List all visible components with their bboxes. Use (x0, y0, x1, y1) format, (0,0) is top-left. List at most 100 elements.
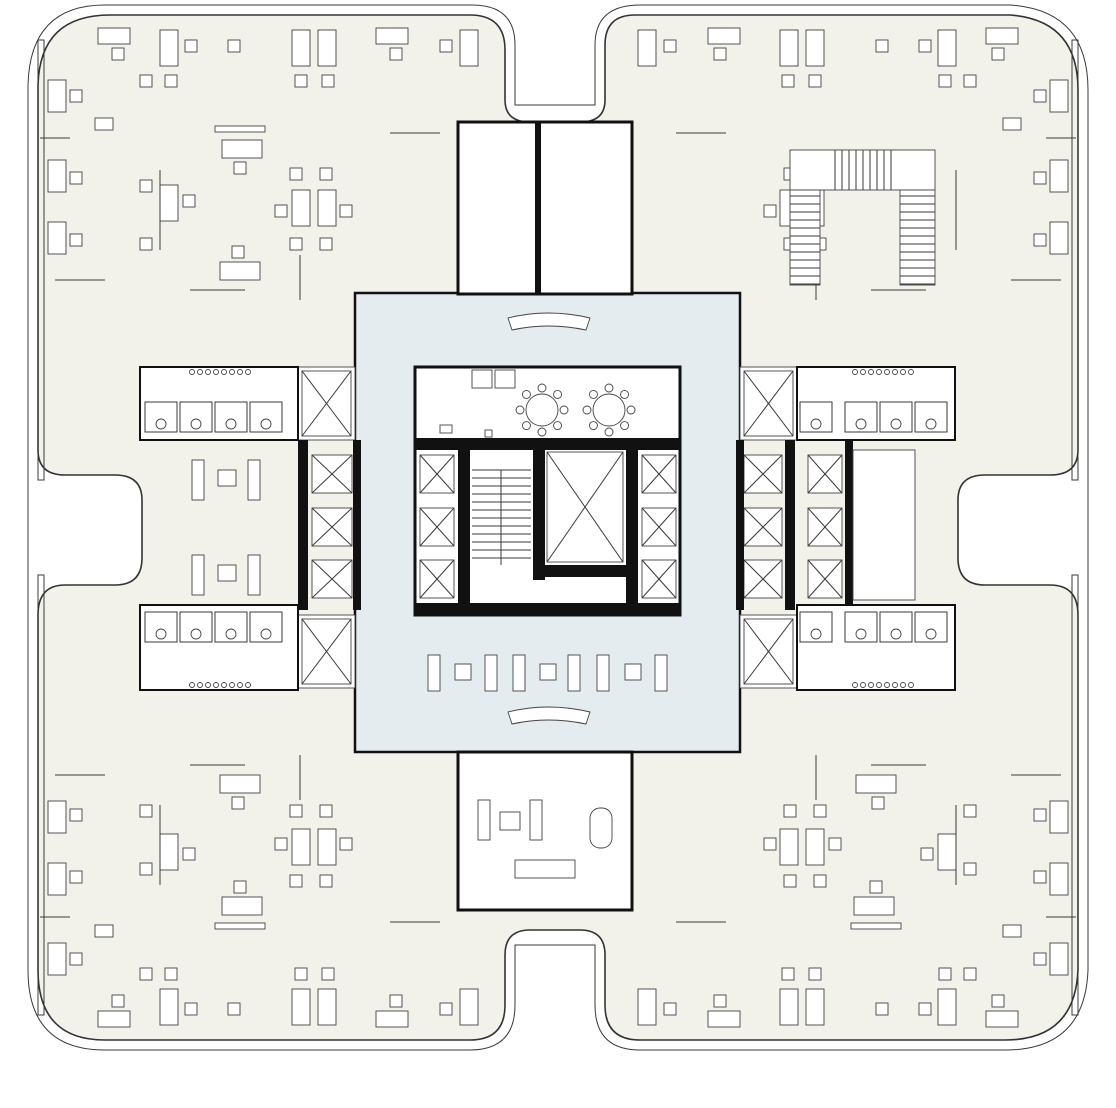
chair (111, 47, 125, 61)
bench (567, 654, 581, 692)
core-wall (415, 603, 680, 615)
chair (139, 862, 153, 876)
chair (139, 237, 153, 251)
bench (654, 654, 668, 692)
desk (1049, 942, 1069, 976)
chair (164, 74, 178, 88)
table (217, 469, 237, 487)
chair (781, 74, 795, 88)
shaft-cross (546, 451, 624, 563)
shaft-cross (301, 370, 352, 437)
side-table (454, 663, 472, 681)
chair (713, 47, 727, 61)
sink (892, 369, 898, 375)
desk (291, 988, 311, 1026)
desk (637, 988, 657, 1026)
desk (985, 1010, 1019, 1028)
sink (245, 682, 251, 688)
toilet-stall (879, 611, 913, 643)
chair (869, 880, 883, 894)
chair (69, 171, 83, 185)
sink (852, 369, 858, 375)
desk (637, 29, 657, 67)
table (499, 811, 521, 831)
chair (289, 804, 303, 818)
sink (213, 682, 219, 688)
chair (559, 405, 569, 415)
shaft-cross (419, 559, 455, 599)
chair (289, 874, 303, 888)
chair (781, 967, 795, 981)
chair (69, 89, 83, 103)
core-wall (626, 438, 638, 615)
desk (47, 159, 67, 193)
desk (221, 139, 263, 159)
chair (184, 1002, 198, 1016)
quadrant-furniture (37, 27, 479, 481)
desk (219, 774, 261, 794)
shaft-cross (807, 454, 843, 494)
bench (512, 654, 526, 692)
core-wall (736, 440, 744, 610)
core-wall (298, 440, 308, 610)
chair (620, 421, 630, 431)
sink (868, 682, 874, 688)
shaft-cross (743, 454, 783, 494)
chair (963, 967, 977, 981)
sink (213, 369, 219, 375)
desk (985, 27, 1019, 45)
chair (94, 117, 114, 131)
desk (191, 554, 205, 596)
chair (319, 874, 333, 888)
chair (588, 421, 598, 431)
sink (229, 682, 235, 688)
chair (1033, 952, 1047, 966)
stair-flight (899, 189, 936, 286)
chair (1033, 89, 1047, 103)
desk (219, 261, 261, 281)
chair (828, 837, 842, 851)
desk (97, 27, 131, 45)
desk (1049, 79, 1069, 113)
desk (317, 189, 337, 227)
cabinet (471, 369, 493, 389)
toilet (810, 628, 822, 640)
shaft-cross (419, 507, 455, 547)
chair (139, 804, 153, 818)
shaft-cross (311, 507, 353, 547)
conference-table (589, 807, 613, 849)
desk (47, 800, 67, 834)
toilet-stall (844, 401, 878, 433)
toilet-stall (179, 611, 213, 643)
toilet-stall (879, 401, 913, 433)
cabinet (214, 922, 266, 930)
toilet-stall (914, 401, 948, 433)
toilet (925, 418, 937, 430)
shaft-cross (743, 370, 794, 437)
cabinet (214, 125, 266, 133)
facade-mullion-band (37, 39, 45, 481)
desk (221, 896, 263, 916)
toilet-stall (214, 401, 248, 433)
side-table (624, 663, 642, 681)
toilet-stall (214, 611, 248, 643)
toilet-stall (179, 401, 213, 433)
toilet-stall (144, 611, 178, 643)
chair (920, 847, 934, 861)
desk (247, 554, 261, 596)
chair (813, 804, 827, 818)
toilet-stall (914, 611, 948, 643)
north-service-tower (456, 120, 634, 296)
chair (521, 389, 531, 399)
chair (274, 204, 288, 218)
facade-mullion-band (1071, 39, 1079, 481)
chair (918, 39, 932, 53)
toilet (155, 418, 167, 430)
shaft-cross (807, 559, 843, 599)
shaft-cross (807, 507, 843, 547)
shaft-cross (743, 559, 783, 599)
chair (69, 808, 83, 822)
desk (317, 29, 337, 67)
desk (707, 27, 741, 45)
quadrant-furniture (37, 574, 479, 1028)
